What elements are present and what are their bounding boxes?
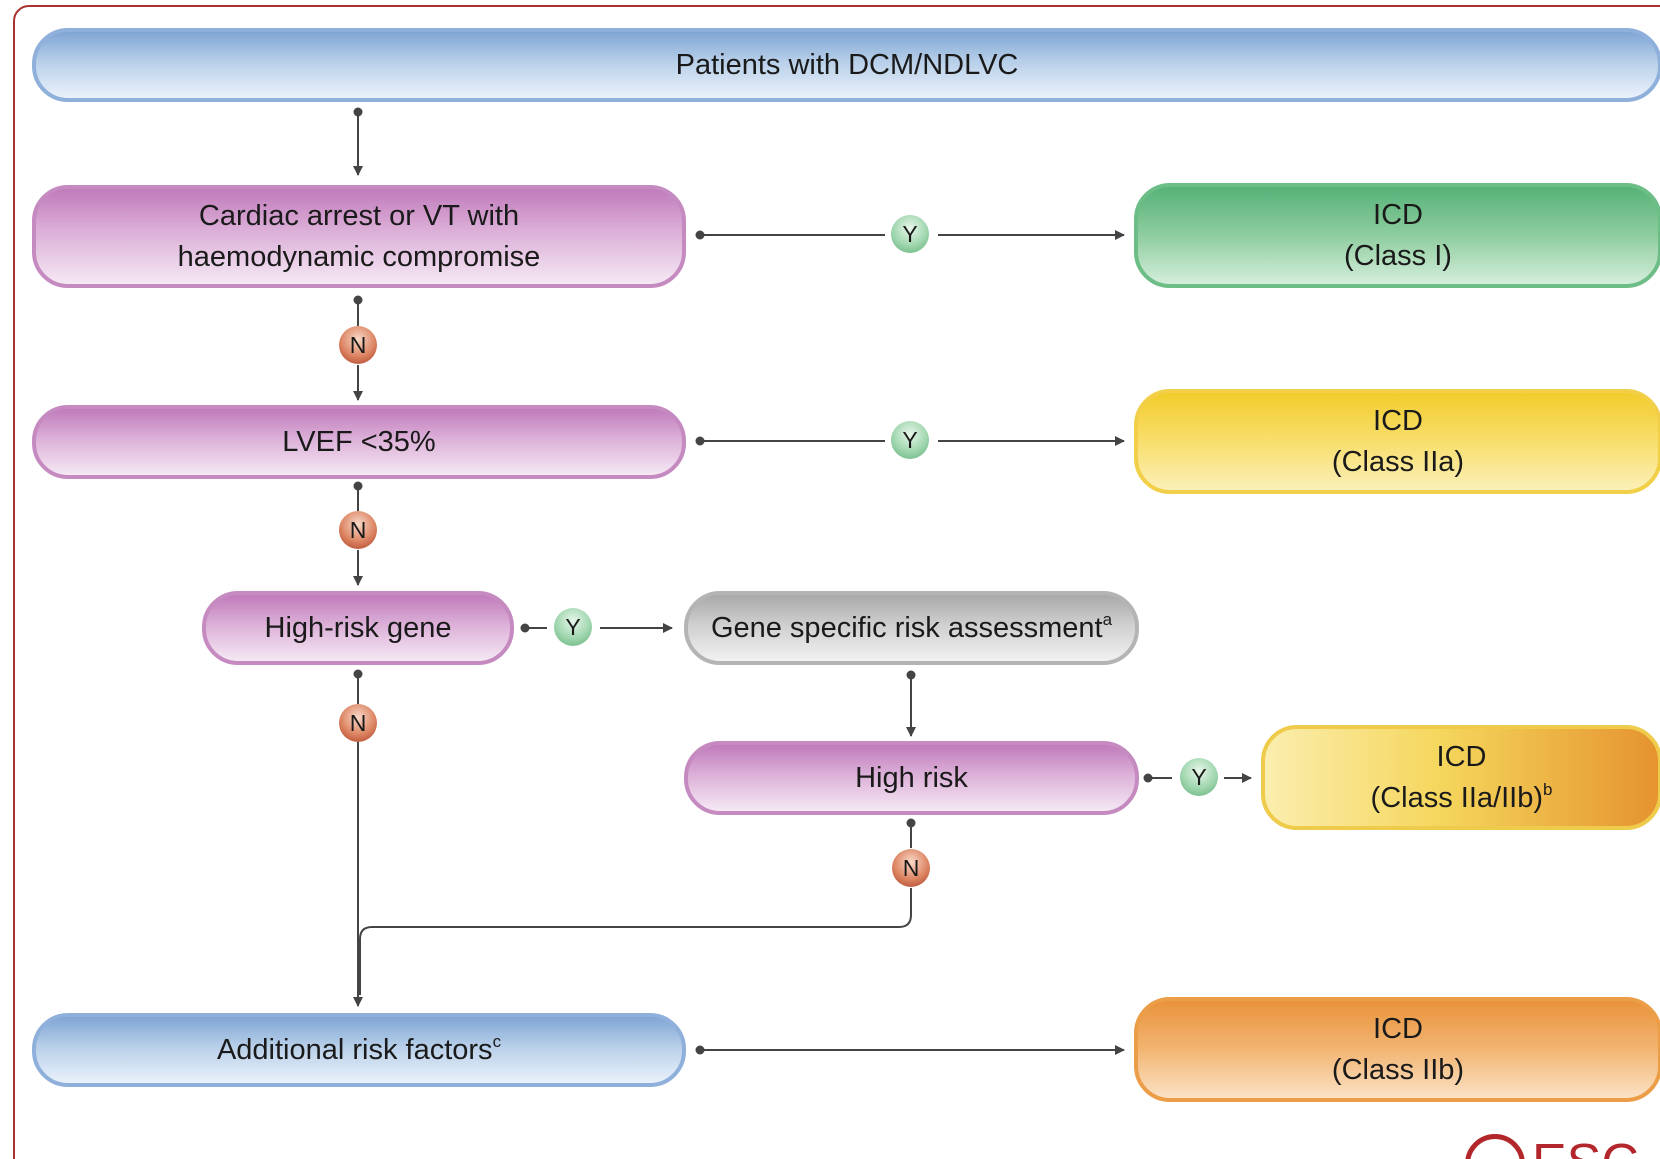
outcome-icd-class-iia: ICD (Class IIa) (1134, 389, 1660, 494)
connector-dot (1143, 773, 1153, 783)
node-high-risk: High risk (684, 741, 1139, 815)
outcome-icd-class-i-title: ICD (1373, 198, 1423, 231)
yes-badge: Y (554, 608, 592, 646)
outcome-icd-class-iib-title: ICD (1373, 1012, 1423, 1045)
node-cardiac-arrest: Cardiac arrest or VT with haemodynamic c… (32, 185, 686, 288)
node-gene-assessment: Gene specific risk assessmenta (684, 591, 1139, 665)
footnote-a: a (1102, 609, 1113, 629)
connector-dot (695, 1045, 705, 1055)
node-patients: Patients with DCM/NDLVC (32, 28, 1660, 102)
connector-dot (353, 107, 363, 117)
connector-dot (353, 481, 363, 491)
node-lvef-label: LVEF <35% (282, 425, 436, 458)
outcome-icd-class-iia-iib: ICD (Class IIa/IIb)b (1261, 725, 1660, 830)
esc-logo-text: ESC (1532, 1133, 1639, 1159)
outcome-icd-class-i: ICD (Class I) (1134, 183, 1660, 288)
outcome-icd-class-iib: ICD (Class IIb) (1134, 997, 1660, 1102)
no-badge: N (339, 326, 377, 364)
line-no-merge-to-additional (359, 888, 912, 995)
node-high-risk-label: High risk (855, 761, 968, 794)
connector-dot (695, 436, 705, 446)
outcome-icd-class-iia-iib-class: (Class IIa/IIb) (1370, 781, 1543, 814)
connector-dot (520, 623, 530, 633)
yes-badge: Y (891, 215, 929, 253)
connector-dot (353, 669, 363, 679)
outcome-icd-class-iia-iib-title: ICD (1436, 740, 1487, 773)
node-gene-assessment-label: Gene specific risk assessment (710, 611, 1103, 644)
no-badge: N (339, 704, 377, 742)
connector-dot (353, 295, 363, 305)
node-cardiac-arrest-line1: Cardiac arrest or VT with (198, 199, 520, 232)
connector-dot (906, 670, 916, 680)
outcome-icd-class-i-class: (Class I) (1344, 239, 1452, 272)
node-high-risk-gene-label: High-risk gene (264, 611, 452, 644)
connector-dot (695, 230, 705, 240)
node-lvef: LVEF <35% (32, 405, 686, 479)
figure-frame (13, 5, 1660, 1159)
node-high-risk-gene: High-risk gene (202, 591, 514, 665)
node-cardiac-arrest-line2: haemodynamic compromise (177, 240, 541, 273)
no-badge: N (892, 849, 930, 887)
connector-dot (906, 818, 916, 828)
outcome-icd-class-iia-title: ICD (1373, 404, 1423, 437)
outcome-icd-class-iib-class: (Class IIb) (1331, 1053, 1465, 1086)
yes-badge: Y (891, 421, 929, 459)
footnote-b: b (1542, 779, 1553, 799)
yes-badge: Y (1180, 758, 1218, 796)
no-badge: N (339, 511, 377, 549)
node-patients-label: Patients with DCM/NDLVC (675, 48, 1019, 81)
footnote-c: c (492, 1031, 502, 1051)
outcome-icd-class-iia-class: (Class IIa) (1331, 445, 1465, 478)
node-additional-label: Additional risk factors (216, 1033, 493, 1066)
node-additional-risk-factors: Additional risk factorsc (32, 1013, 686, 1087)
